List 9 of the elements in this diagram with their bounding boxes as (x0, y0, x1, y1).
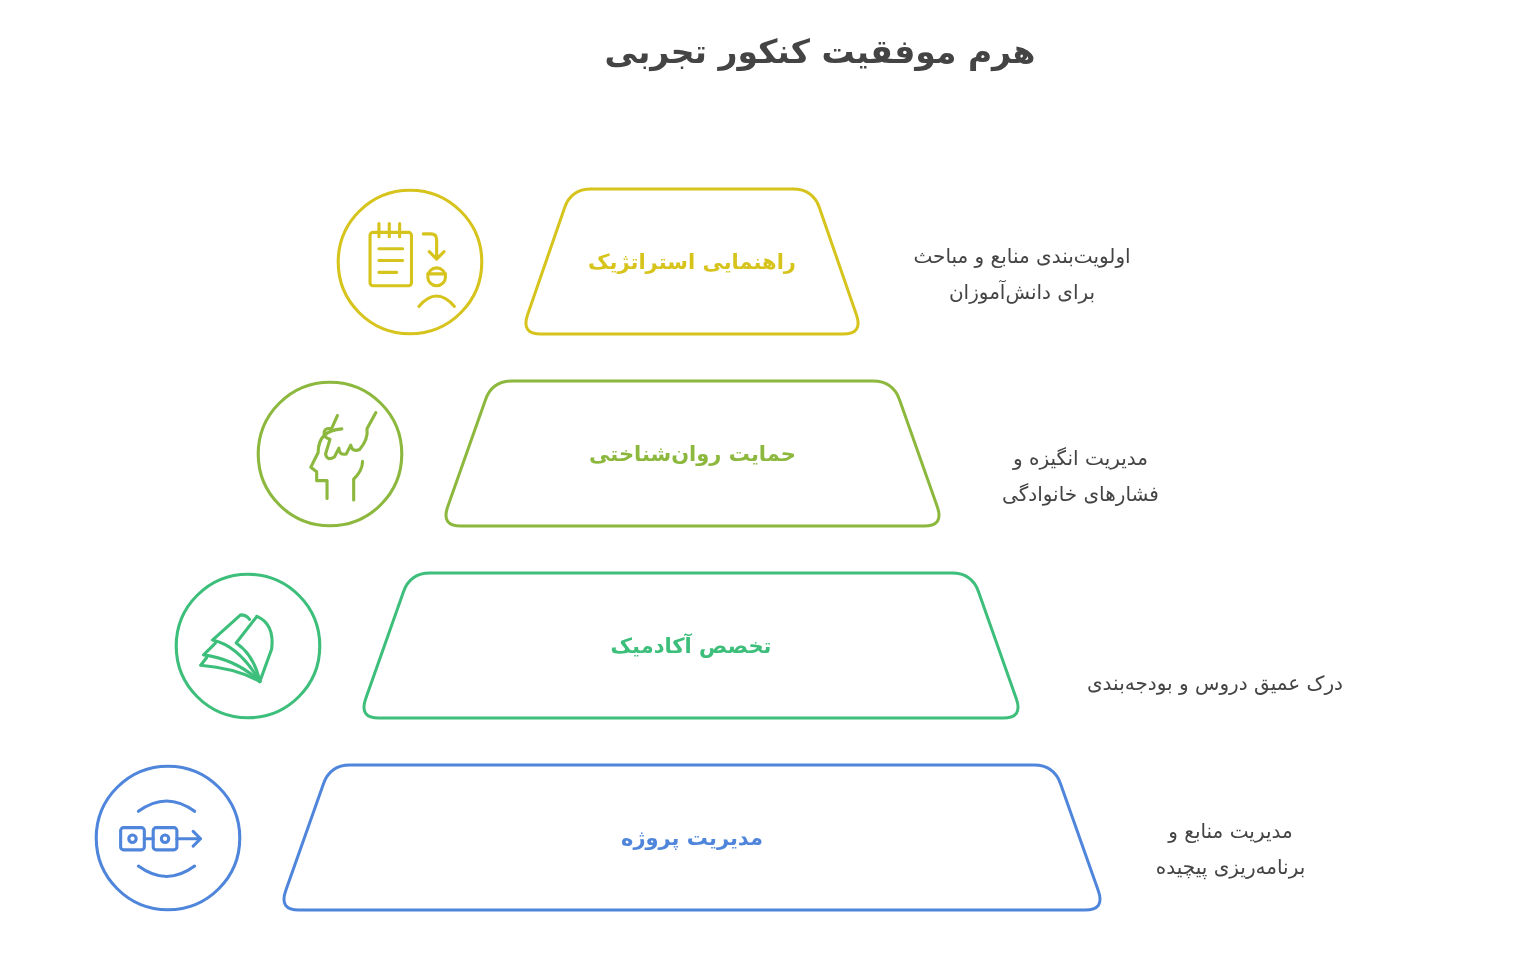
tier-label: تخصص آکادمیک (610, 633, 772, 658)
tier-label: راهنمایی استراتژیک (588, 249, 796, 274)
tier-description: درک عمیق دروس و بودجه‌بندی (1085, 670, 1344, 697)
tier-description: اولویت‌بندی منابع و مباحث برای دانش‌آموزان (912, 243, 1132, 306)
tier-label: مدیریت پروژه (621, 825, 763, 850)
tier-description: مدیریت انگیزه و فشارهای خانوادگی (1001, 445, 1160, 508)
diagram-title: هرم موفقیت کنکور تجربی (603, 32, 1037, 71)
tier-label: حمایت روان‌شناختی (589, 441, 796, 466)
tier-description: مدیریت منابع و برنامه‌ریزی پیچیده (1154, 818, 1307, 882)
